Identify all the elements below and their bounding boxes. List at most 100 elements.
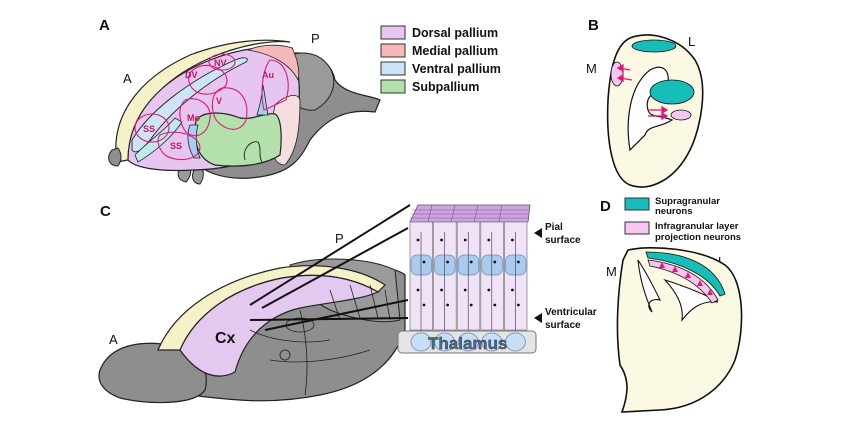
thalamic-nucleus	[434, 332, 456, 352]
thalamic-nuclei	[410, 332, 526, 352]
neuron-soma	[517, 303, 520, 307]
legend-label-medial-pallium: Medial pallium	[412, 44, 498, 58]
ventricular-surface-label-line2: surface	[545, 320, 581, 331]
legend-pallium: Dorsal pallium Medial pallium Ventral pa…	[380, 25, 501, 94]
area-ss-lower-outline	[157, 131, 201, 161]
legend-swatch-supragranular	[624, 197, 650, 211]
neuron-soma	[446, 260, 449, 264]
neuron-soma	[463, 288, 467, 292]
area-ss-upper-outline	[134, 113, 170, 143]
panel-d-medial-label: M	[606, 264, 617, 279]
infragranular-band-d	[647, 259, 719, 304]
cortical-column-block	[409, 204, 531, 223]
legend-label-dorsal-pallium: Dorsal pallium	[412, 26, 498, 40]
panel-d-label: D	[600, 198, 611, 215]
ventricular-surface-label-line1: Ventricular	[545, 307, 597, 318]
neuron-soma	[487, 238, 491, 242]
column-projection-lines	[249, 204, 411, 331]
column-top-grid	[410, 204, 530, 223]
infragranular-cluster-lateral	[670, 109, 692, 121]
cortical-column	[433, 221, 457, 331]
legend-label-supragranular-line1: Supragranular	[655, 196, 720, 207]
area-mo-outline	[179, 98, 211, 137]
anterior-gray-tip	[108, 147, 122, 167]
cortex-label: Cx	[215, 330, 236, 347]
medial-pallium	[246, 44, 300, 82]
ventricle-d-lateral	[663, 278, 719, 322]
legend-label-ventral-pallium: Ventral pallium	[412, 62, 501, 76]
cortex-cx	[179, 274, 380, 377]
pial-surface-label-line1: Pial	[545, 222, 563, 233]
neuron-soma	[416, 288, 420, 292]
panel-c-posterior-label: P	[335, 231, 344, 246]
region-au: Au	[262, 70, 274, 80]
neuron-soma	[440, 288, 443, 292]
panel-c-anterior-label: A	[109, 332, 118, 347]
supragranular-cluster-lateral	[649, 79, 695, 105]
thalamic-nucleus	[481, 332, 503, 352]
supragranular-cluster-top	[631, 39, 677, 53]
area-nv-outline	[208, 53, 236, 71]
region-ss-upper: SS	[143, 124, 155, 134]
region-v: V	[216, 96, 222, 106]
neuron-soma	[463, 238, 467, 242]
neuron-soma	[517, 260, 520, 264]
area-au-outline	[261, 59, 289, 111]
cortical-columns	[409, 221, 528, 341]
panel-a-anterior-label: A	[123, 71, 132, 86]
legend-swatch-medial-pallium	[380, 43, 406, 58]
neuron-soma	[511, 288, 514, 292]
legend-label-subpallium: Subpallium	[412, 80, 479, 94]
panel-c: C A P Cx	[98, 203, 597, 404]
neuron-soma	[511, 238, 514, 242]
neuron-soma	[446, 303, 449, 307]
olfactory-bulb	[98, 342, 207, 404]
ventricle-d-medial	[637, 259, 661, 313]
region-ss-lower: SS	[170, 141, 182, 151]
column-top-face	[409, 204, 531, 223]
panel-d: D M L Supragranular neurons Infragranula…	[600, 196, 743, 413]
legend-label-supragranular-line2: neurons	[655, 206, 692, 217]
panel-a-label: A	[99, 17, 110, 34]
migration-arrows-d	[659, 262, 713, 295]
legend-label-infragranular-line2: projection neurons	[655, 232, 741, 243]
legend-swatch-ventral-pallium	[380, 61, 406, 76]
region-nv: NV	[214, 58, 227, 68]
area-dv-outline	[187, 64, 228, 95]
hemisphere-section-b	[606, 34, 704, 188]
neuron-soma	[487, 288, 491, 292]
neuron-soma	[469, 260, 473, 264]
panel-c-label: C	[100, 203, 111, 220]
thalamic-nucleus	[505, 332, 526, 352]
panel-b-label: B	[588, 17, 599, 34]
area-v-outline	[211, 87, 248, 130]
thalamic-nucleus	[457, 332, 479, 352]
panel-b-lateral-label: L	[688, 34, 695, 49]
panel-b-medial-label: M	[586, 61, 597, 76]
layer-4-segment	[434, 254, 456, 276]
panel-b: B M L	[586, 17, 704, 188]
neuron-soma	[493, 260, 497, 264]
legend-label-infragranular-line1: Infragranular layer	[655, 221, 739, 232]
legend-swatch-dorsal-pallium	[380, 25, 406, 40]
thalamic-nucleus	[410, 332, 432, 352]
legend-swatch-infragranular	[624, 221, 650, 235]
neuron-soma	[469, 303, 473, 307]
legend-swatch-subpallium	[380, 79, 406, 94]
thalamus-label: Thalamus	[428, 334, 507, 353]
neuron-soma	[422, 260, 426, 264]
subpallium-inner	[243, 141, 263, 163]
cortical-area-outlines	[134, 53, 289, 161]
panel-d-lateral-label: L	[718, 254, 725, 269]
region-dv: DV	[185, 70, 198, 80]
panel-a-posterior-label: P	[311, 31, 320, 46]
supragranular-band-d	[645, 251, 726, 297]
neuron-soma	[422, 303, 426, 307]
region-mo: Mo	[187, 113, 200, 123]
pial-surface-arrow	[534, 228, 542, 238]
pial-surface-label-line2: surface	[545, 235, 581, 246]
ventricular-surface-arrow	[534, 313, 542, 323]
neuron-soma	[416, 238, 420, 242]
neuron-soma	[440, 238, 443, 242]
